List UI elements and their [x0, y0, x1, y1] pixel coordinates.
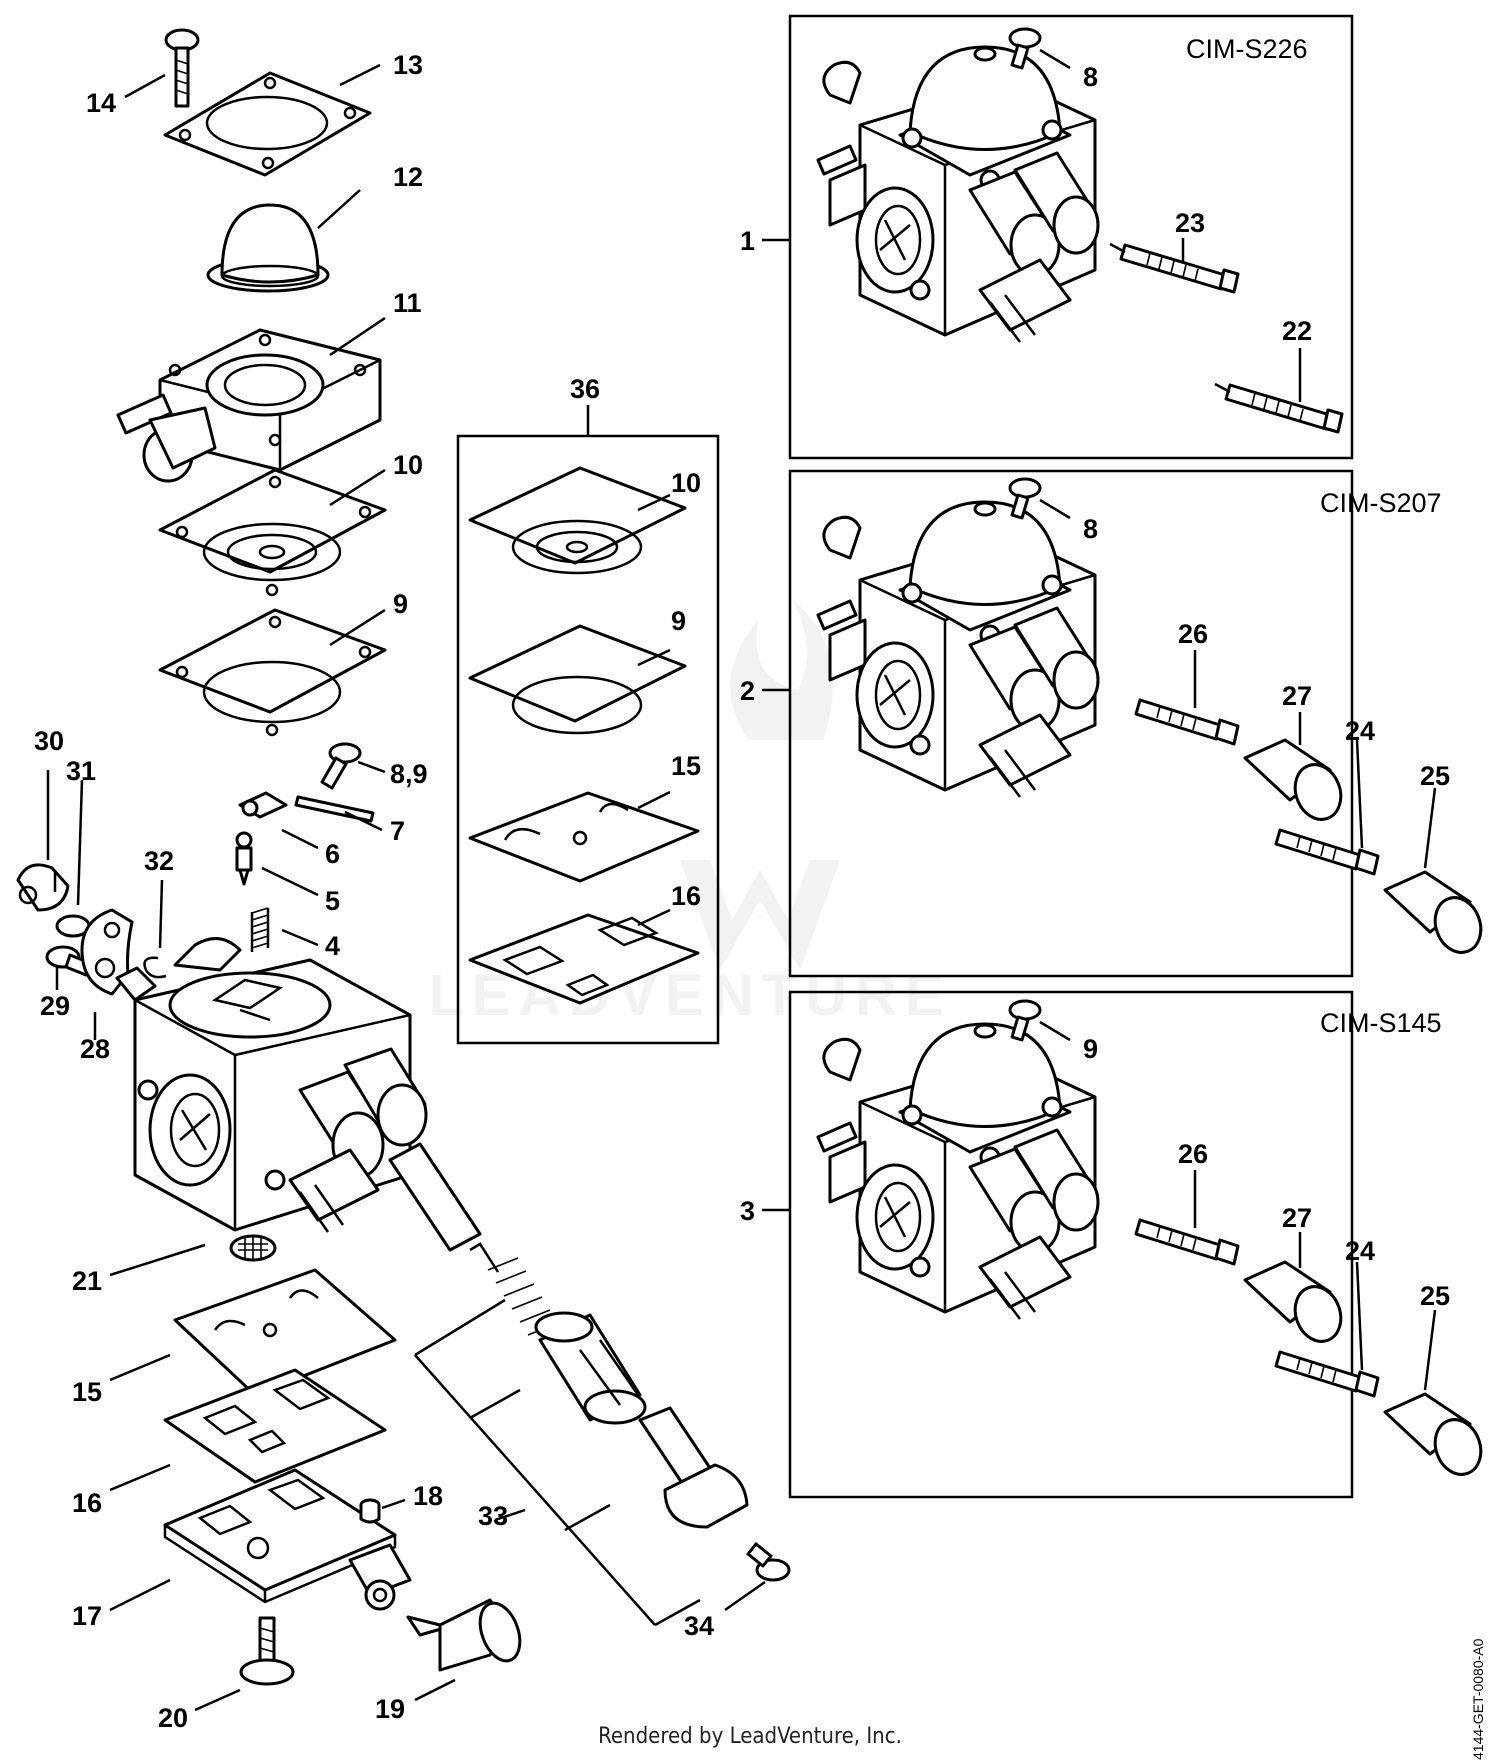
callout-11: 10 [393, 450, 423, 480]
box2-callout-8: 8 [1083, 514, 1098, 544]
part-34-adjuster-assembly [388, 1142, 749, 1529]
part-31-fitting [16, 863, 70, 912]
callout-7: 7 [390, 816, 405, 846]
part-11-pump-diaphragm [158, 468, 387, 597]
box1-screw-8 [1008, 27, 1042, 70]
part-29-lever [80, 908, 134, 996]
rendered-by-footer: Rendered by LeadVenture, Inc. [598, 1724, 902, 1749]
box3-needle-25 [1274, 1350, 1380, 1398]
box2-callout-25: 24 [1345, 716, 1375, 746]
kit-part-10 [468, 624, 687, 735]
variant-title-cim-s207: CIM-S207 [1320, 488, 1442, 518]
box1-callout-23: 22 [1282, 316, 1312, 346]
part-5-inlet-needle [235, 831, 253, 886]
box3-callout-28: 27 [1282, 1203, 1312, 1233]
callout-33: 32 [144, 846, 174, 876]
part-19-plug [359, 1498, 381, 1524]
kit-callout-10: 9 [671, 606, 686, 636]
callout-22: 21 [72, 1266, 102, 1296]
callout-13: 12 [393, 162, 423, 192]
callout-2: 2 [740, 676, 755, 706]
part-15-screw [164, 28, 200, 108]
part-22-filter-screen [229, 1234, 277, 1262]
callout-31: 30 [34, 726, 64, 756]
variant-box-2 [788, 469, 1354, 978]
callout-29: 28 [80, 1034, 110, 1064]
box1-needle-24 [1109, 242, 1240, 294]
box2-screw-8 [1008, 477, 1042, 520]
box2-needle-27 [1134, 698, 1240, 746]
callout-19: 18 [413, 1481, 443, 1511]
part-6-inlet-lever [238, 791, 288, 819]
box1-needle-23 [1214, 382, 1344, 434]
drawing-code: 4144-GET-0080-A0 [1470, 1638, 1486, 1760]
callout-35: 34 [684, 1611, 714, 1641]
kit-callout-16: 15 [671, 751, 701, 781]
box3-callout-9: 9 [1083, 1034, 1098, 1064]
callout-32: 31 [66, 756, 96, 786]
callout-4: 4 [325, 931, 340, 961]
kit-callout-17: 16 [671, 881, 701, 911]
callout-labels: 14 13 12 11 10 9 8,9 7 6 5 4 30 31 32 29… [34, 34, 1450, 1733]
box2-cap-28 [1243, 738, 1343, 821]
callout-16-left: 15 [72, 1377, 102, 1407]
callout-34: 33 [478, 1501, 508, 1531]
box3-needle-27 [1134, 1218, 1240, 1266]
part-16-metering-diaphragm [173, 1268, 397, 1397]
part-18-metering-cover [163, 1468, 412, 1611]
box1-callout-8: 8 [1083, 62, 1098, 92]
kit-part-16 [468, 791, 700, 883]
callout-10: 9 [393, 589, 408, 619]
variant-box-1 [788, 14, 1354, 460]
callout-15: 14 [86, 88, 116, 118]
box1-callout-24: 23 [1175, 208, 1205, 238]
callout-20: 19 [375, 1694, 405, 1724]
part-10-pump-gasket [158, 608, 387, 737]
part-35-screw [746, 1542, 791, 1582]
box2-callout-28: 27 [1282, 681, 1312, 711]
part-33-e-clip [143, 956, 167, 979]
box2-callout-27: 26 [1178, 619, 1208, 649]
part-21-screw [239, 1616, 295, 1686]
kit-part-11 [468, 466, 687, 575]
callout-12: 11 [393, 288, 422, 318]
box3-screw-9 [1008, 999, 1042, 1042]
box3-cap-28 [1243, 1260, 1343, 1343]
callout-3: 3 [740, 1196, 755, 1226]
callout-6: 6 [325, 839, 340, 869]
callout-21: 20 [158, 1703, 188, 1733]
part-4-spring [250, 907, 270, 952]
callout-18: 17 [72, 1601, 102, 1631]
callout-17-left: 16 [72, 1488, 102, 1518]
kit-callout-11: 10 [671, 468, 701, 498]
part-8-9-screw [320, 742, 362, 790]
part-17-metering-gasket [163, 1368, 387, 1484]
callout-30: 29 [40, 991, 70, 1021]
callout-14: 13 [393, 50, 423, 80]
variant-title-cim-s145: CIM-S145 [1320, 1008, 1442, 1038]
callout-1: 1 [740, 226, 755, 256]
part-14-gasket [163, 71, 372, 177]
box3-callout-26: 25 [1420, 1281, 1450, 1311]
leadventure-watermark: LEADVENTURE [428, 600, 944, 1028]
box2-callout-26: 25 [1420, 761, 1450, 791]
box3-cap-26 [1383, 1392, 1483, 1476]
variant-box-3 [788, 990, 1354, 1499]
callout-5: 5 [325, 886, 340, 916]
box2-cap-26 [1383, 870, 1483, 954]
variant-title-cim-s226: CIM-S226 [1186, 34, 1308, 64]
callout-36: 36 [570, 374, 600, 404]
callout-8-9: 8,9 [390, 759, 428, 789]
part-12-pump-cover [116, 328, 382, 483]
part-20-adjusting-screw [406, 1598, 522, 1672]
part-7-pin [294, 795, 375, 823]
box3-callout-27: 26 [1178, 1139, 1208, 1169]
box2-needle-25 [1274, 828, 1380, 876]
box3-callout-25: 24 [1345, 1236, 1375, 1266]
kit-part-17 [468, 913, 700, 1005]
part-13-primer-bulb [206, 203, 330, 293]
part-main-carburetor-body [115, 937, 428, 1233]
